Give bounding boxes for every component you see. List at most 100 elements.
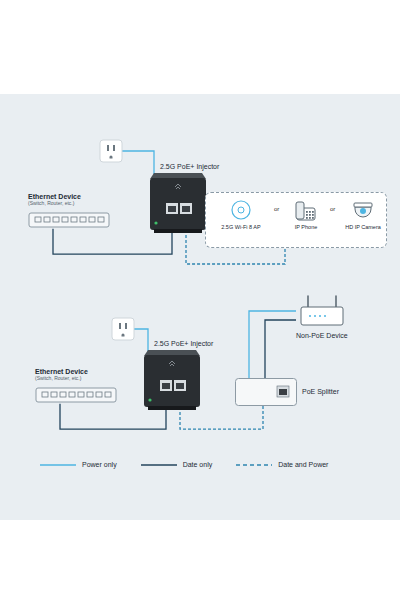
device-icon [351, 199, 375, 221]
ethernet-port [160, 380, 172, 391]
icon-node: IP Phone [286, 199, 326, 230]
splitter-body [236, 379, 297, 406]
ethernet-port [277, 386, 289, 397]
legend-swatch [141, 462, 177, 468]
device-label: HD IP Camera [345, 224, 381, 230]
switch-port [80, 217, 86, 222]
legend-item: Power only [40, 461, 117, 469]
camera-mount [354, 203, 372, 207]
device-label: Non-PoE Device [296, 332, 348, 340]
switch-port [51, 392, 57, 397]
phone-key [306, 214, 308, 216]
outlet-slot [113, 145, 115, 151]
switch-port [105, 392, 111, 397]
power-wire [122, 151, 154, 174]
device-label: 2.5G Wi-Fi 8 AP [221, 224, 260, 230]
phone-key [309, 214, 311, 216]
device-node: Ethernet Device(Switch, Router, etc.) [35, 368, 117, 404]
device-icon [294, 199, 318, 221]
icon-node: HD IP Camera [342, 199, 384, 230]
switch-port [87, 392, 93, 397]
device-label: IP Phone [295, 224, 318, 230]
switch-port [69, 392, 75, 397]
switch-body [36, 388, 116, 402]
injector-node: 2.5G PoE+ Injector [144, 340, 213, 410]
injector-logo [169, 361, 175, 366]
switch-port [60, 392, 66, 397]
connector [265, 320, 296, 378]
outlet-slot [119, 323, 121, 329]
phone-handset [296, 202, 304, 219]
router-led [314, 315, 316, 317]
injector-body [144, 355, 200, 407]
camera-dome [355, 207, 371, 217]
outlet-ground [110, 156, 113, 159]
legend-line [236, 464, 272, 465]
camera-lens [360, 208, 366, 214]
access-point-led [238, 207, 244, 213]
switch-port [98, 217, 104, 222]
ethernet-port [174, 380, 186, 391]
legend-text: Power only [82, 461, 117, 469]
outlet-slot [125, 323, 127, 329]
status-led [154, 221, 157, 224]
switch-port [78, 392, 84, 397]
switch-port [71, 217, 77, 222]
power-outlet [100, 140, 122, 162]
injector-foot [154, 229, 202, 233]
outlet-slot [107, 145, 109, 151]
legend-line [40, 464, 76, 465]
ethernet-port-socket [176, 383, 184, 389]
device-sublabel: (Switch, Router, etc.) [28, 201, 74, 207]
switch-port [44, 217, 50, 222]
phone-key [312, 217, 314, 219]
panel [0, 94, 400, 520]
device-label: Ethernet Device [28, 193, 81, 201]
injector-body [150, 178, 206, 230]
ethernet-port-socket [168, 206, 176, 212]
phone-key [306, 211, 308, 213]
icon-node: 2.5G Wi-Fi 8 AP [212, 199, 270, 230]
switch-port [96, 392, 102, 397]
connector [249, 311, 296, 378]
switch-icon [28, 209, 110, 229]
power-feeds [100, 140, 154, 351]
switch-port [53, 217, 59, 222]
router-led [319, 315, 321, 317]
switch-port [62, 217, 68, 222]
outlet-ground [122, 334, 125, 337]
phone-key [309, 217, 311, 219]
legend-item: Date and Power [236, 461, 328, 469]
router-antenna [308, 296, 336, 307]
or-text: or [330, 206, 335, 213]
or-text: or [274, 206, 279, 213]
router-body [301, 307, 343, 325]
device-label: Ethernet Device [35, 368, 88, 376]
legend-swatch [236, 462, 272, 468]
device-sublabel: (Switch, Router, etc.) [35, 376, 81, 382]
switch-port [89, 217, 95, 222]
poe-injector [150, 173, 206, 233]
ethernet-port [166, 203, 178, 214]
injector-label: 2.5G PoE+ Injector [154, 340, 213, 348]
ethernet-port-socket [162, 383, 170, 389]
router-icon [300, 294, 344, 328]
poe-splitter [235, 378, 297, 406]
ethernet-port-socket [279, 389, 287, 395]
injector-logo [175, 184, 181, 189]
injector-label: 2.5G PoE+ Injector [160, 163, 219, 171]
router-led [309, 315, 311, 317]
phone-key [312, 211, 314, 213]
legend-text: Date and Power [278, 461, 328, 469]
legend-text: Date only [183, 461, 213, 469]
legend-item: Date only [141, 461, 213, 469]
phone-key [309, 211, 311, 213]
phone-key [312, 214, 314, 216]
splitter-label: PoE Splitter [302, 388, 339, 396]
poe-injector [144, 350, 200, 410]
switch-icon [35, 384, 117, 404]
switch-port [42, 392, 48, 397]
router-node: Non-PoE Device [296, 294, 348, 340]
